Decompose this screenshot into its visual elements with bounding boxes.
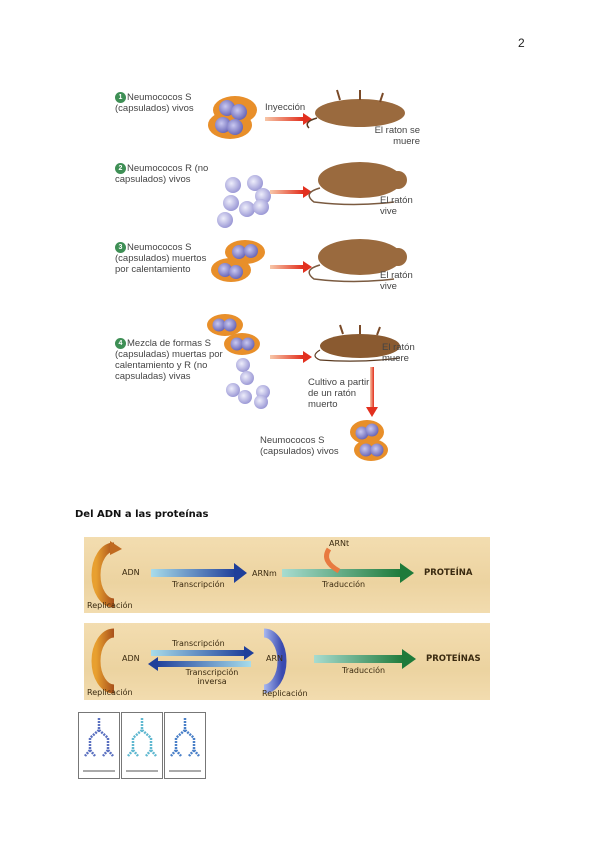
dogma-arrows-1 [91, 541, 414, 608]
r-bacteria-1 [217, 175, 271, 228]
rna-replication-loop [263, 628, 287, 694]
central-dogma-panel-1: ADN Replicación Transcripción ARNm ARNt … [84, 537, 490, 613]
transcription-label: Transcripción [172, 580, 225, 589]
replication-label: Replicación [87, 601, 133, 610]
dna-label: ADN [122, 654, 140, 663]
step-3-outcome: El ratón vive [380, 270, 413, 292]
transcription-label: Transcripción [172, 639, 225, 648]
dna-tree-icon [126, 718, 158, 772]
protein-label: PROTEÍNA [424, 568, 473, 578]
replication-model-thumbnail-1 [78, 712, 120, 779]
step-1-outcome: El raton se muere [374, 125, 420, 147]
translation-arrow [282, 569, 402, 577]
translation-label: Traducción [322, 580, 366, 589]
replication-model-thumbnail-2 [121, 712, 163, 779]
mouse-dead-1 [306, 89, 405, 129]
step-2-outcome: El ratón vive [380, 195, 413, 217]
s-bacteria-capsulated-result [350, 420, 388, 461]
trna-arrow [324, 547, 341, 574]
rna-label: ARN [266, 654, 284, 663]
s-bacteria-capsulated-1 [208, 96, 257, 139]
proteins-label: PROTEÍNAS [426, 654, 481, 664]
mouse-alive-2 [308, 239, 407, 283]
replication-model-thumbnail-3 [164, 712, 206, 779]
dna-tree-icon [169, 718, 201, 772]
section-title: Del ADN a las proteínas [75, 509, 209, 520]
mrna-label: ARNm [252, 569, 277, 578]
translation-arrow [314, 655, 404, 663]
dna-replication-loop [91, 628, 115, 694]
dna-tree-icon [83, 718, 115, 772]
reverse-transcription-label: Transcripción inversa [185, 668, 239, 686]
culture-label: Cultivo a partir de un ratón muerto [308, 377, 370, 410]
transcription-arrow [151, 650, 246, 656]
result-label: Neumococos S (capsulados) vivos [260, 435, 339, 457]
mouse-dead-2 [314, 324, 401, 362]
dna-label: ADN [122, 568, 140, 577]
rna-replication-label: Replicación [262, 689, 308, 698]
s-bacteria-dead [211, 240, 265, 282]
trna-label: ARNt [329, 539, 350, 548]
transcription-arrow [151, 569, 236, 577]
translation-label: Traducción [342, 666, 386, 675]
dna-replication-loop [91, 542, 115, 608]
injection-arrow [265, 117, 303, 121]
step-badge: 1 [115, 92, 126, 103]
reverse-transcription-arrow [156, 661, 251, 667]
dogma-arrows-2 [91, 628, 416, 694]
page-number: 2 [518, 36, 525, 50]
injection-label: Inyección [265, 102, 306, 113]
griffith-illustration [207, 89, 407, 461]
mouse-alive-1 [308, 162, 407, 206]
central-dogma-panel-2: ADN Replicación Transcripción Transcripc… [84, 623, 490, 700]
mixture-bacteria [207, 314, 270, 409]
step-4-outcome: El ratón muere [382, 342, 415, 364]
dna-replication-label: Replicación [87, 688, 133, 697]
